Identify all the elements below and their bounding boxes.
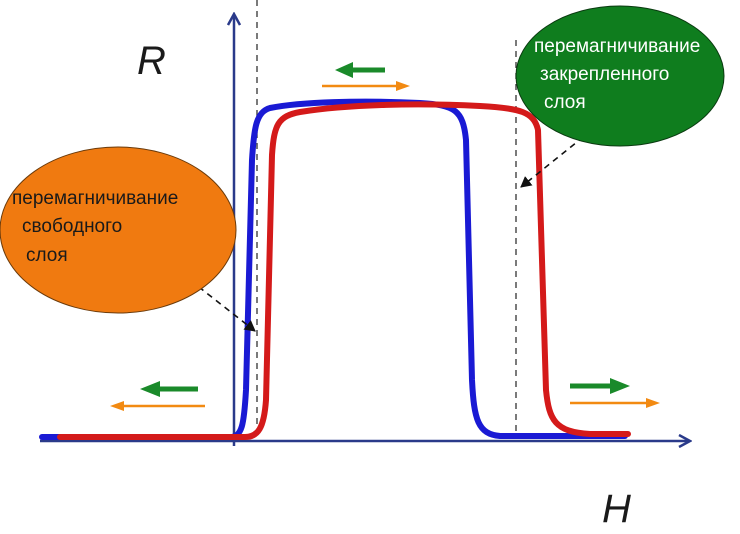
free-layer-callout: перемагничивание свободного слоя [0,146,237,314]
pinned-layer-callout-bubble [515,5,725,147]
pinned-layer-callout-line-2: закрепленного [540,64,669,85]
free-layer-callout-line-2: свободного [22,216,122,237]
pinned-layer-callout-line-3: слоя [544,92,586,113]
arrow-left-icon [110,381,205,411]
pinned-layer-callout-line-1: перемагничивание [534,36,700,57]
arrow-left-icon [322,62,410,91]
free-layer-callout-line-1: перемагничивание [12,188,178,209]
arrow-right-icon [570,378,660,408]
free-layer-callout-line-3: слоя [26,245,68,266]
y-axis-label: R [137,39,166,83]
pinned-layer-callout: перемагничивание закрепленного слоя [515,5,725,147]
x-axis-label: H [602,487,631,531]
sweep-down-curve [39,98,628,440]
sweep-up-curve [57,101,631,440]
free-layer-callout-bubble [0,146,237,314]
